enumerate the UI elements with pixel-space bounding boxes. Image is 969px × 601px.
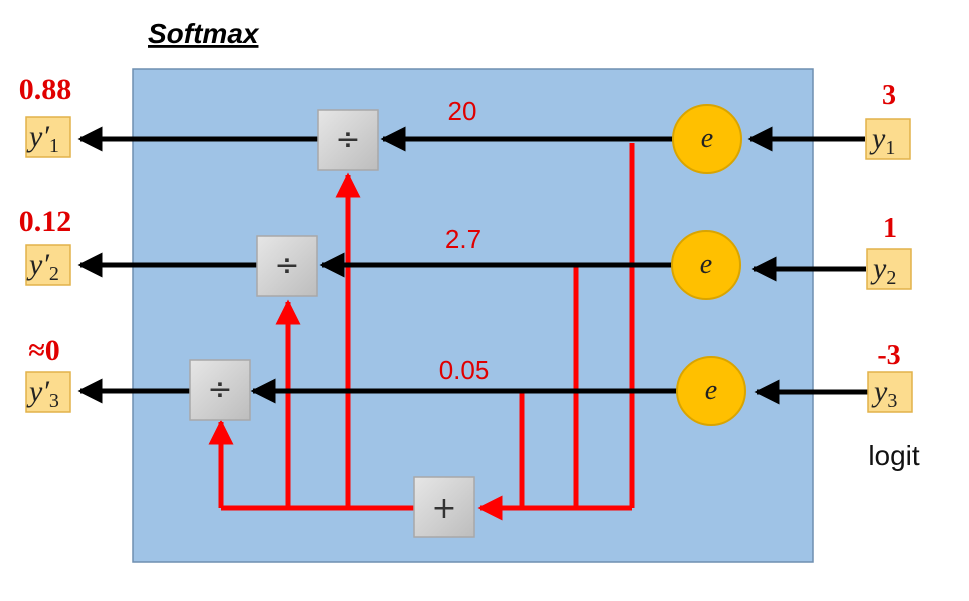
output-value-3: ≈0 xyxy=(28,334,59,367)
input-3: -3 y3 xyxy=(867,340,913,413)
exp-symbol: e xyxy=(705,375,717,406)
input-value-2: 1 xyxy=(883,213,897,244)
sum-box: + xyxy=(413,476,475,538)
sum-symbol: + xyxy=(431,491,456,526)
divide-box-3: ÷ xyxy=(189,359,251,421)
input-value-1: 3 xyxy=(882,80,896,111)
divide-symbol: ÷ xyxy=(335,122,360,157)
divide-symbol: ÷ xyxy=(274,248,299,283)
exp-value-3: 0.05 xyxy=(439,355,490,385)
output-3: ≈0 y′3 xyxy=(25,334,71,413)
input-1: 3 y1 xyxy=(865,80,911,160)
exp-symbol: e xyxy=(700,249,712,280)
exp-value-2: 2.7 xyxy=(445,224,481,254)
input-label-2: y2 xyxy=(870,252,896,289)
input-value-3: -3 xyxy=(877,340,900,371)
output-label-3: y′3 xyxy=(26,375,59,412)
exp-value-1: 20 xyxy=(448,96,477,126)
output-2: 0.12 y′2 xyxy=(19,205,72,286)
output-label-1: y′1 xyxy=(26,120,59,157)
divide-box-2: ÷ xyxy=(256,235,318,297)
divide-symbol: ÷ xyxy=(207,372,232,407)
exp-node-1: e xyxy=(672,104,742,174)
input-label-3: y3 xyxy=(871,375,897,412)
logit-caption: logit xyxy=(868,440,920,471)
output-value-2: 0.12 xyxy=(19,205,72,238)
divide-box-1: ÷ xyxy=(317,109,379,171)
exp-symbol: e xyxy=(701,123,713,154)
input-label-1: y1 xyxy=(869,122,895,159)
input-2: 1 y2 xyxy=(866,213,912,290)
sum-network xyxy=(208,143,635,521)
output-label-2: y′2 xyxy=(26,248,59,285)
main-flow xyxy=(77,126,868,405)
exp-node-2: e xyxy=(671,230,741,300)
output-1: 0.88 y′1 xyxy=(19,73,72,158)
diagram-title: Softmax xyxy=(148,18,260,49)
output-value-1: 0.88 xyxy=(19,73,72,106)
exp-node-3: e xyxy=(676,356,746,426)
